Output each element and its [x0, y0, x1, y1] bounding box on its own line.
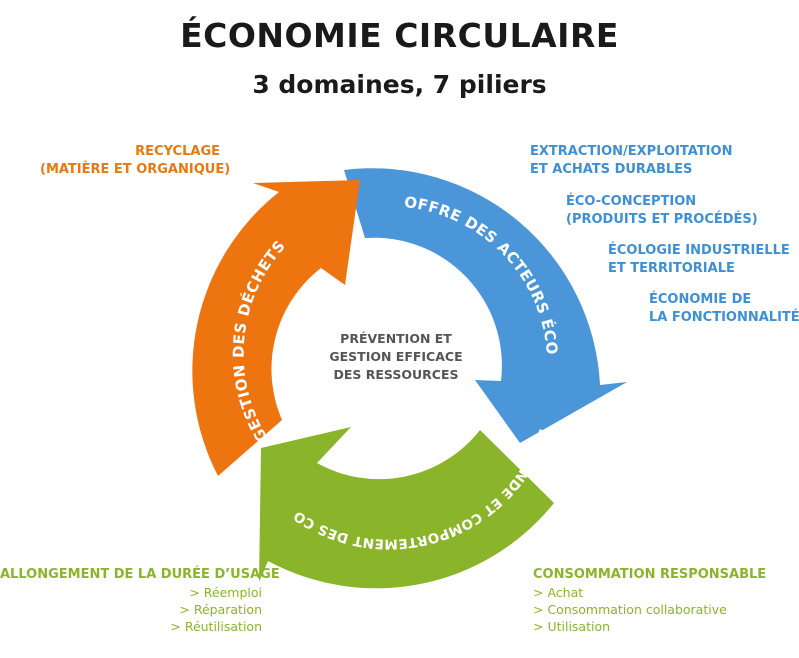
consommation-item-achat: > Achat [533, 585, 584, 600]
pillar-fonctionnalite: ÉCONOMIE DE LA FONCTIONNALITÉ [649, 291, 799, 327]
page-subtitle: 3 domaines, 7 piliers [252, 70, 547, 99]
consommation-title: CONSOMMATION RESPONSABLE [533, 567, 767, 582]
pillar-eco-conception-line-2: (PRODUITS ET PROCÉDÉS) [566, 212, 758, 227]
allongement-block: ALLONGEMENT DE LA DURÉE D’USAGE > Réempl… [0, 566, 280, 635]
center-line-2: GESTION EFFICACE [329, 349, 462, 364]
allongement-item-reparation: > Réparation [179, 602, 262, 617]
consommation-block: CONSOMMATION RESPONSABLE > Achat > Conso… [533, 566, 766, 635]
pillar-ecologie-line-2: ET TERRITORIALE [608, 261, 735, 276]
recyclage-title: RECYCLAGE [135, 144, 220, 159]
consommation-item-collaborative: > Consommation collaborative [533, 602, 727, 617]
dechets-arrow [192, 180, 360, 476]
center-line-3: DES RESSOURCES [334, 367, 459, 382]
allongement-title: ALLONGEMENT DE LA DURÉE D’USAGE [0, 567, 280, 582]
consommation-item-utilisation: > Utilisation [533, 619, 611, 634]
pillar-extraction-line-2: ET ACHATS DURABLES [530, 162, 693, 177]
pillar-eco-conception: ÉCO-CONCEPTION (PRODUITS ET PROCÉDÉS) [566, 193, 758, 229]
center-line-1: PRÉVENTION ET [340, 331, 452, 346]
page-title: ÉCONOMIE CIRCULAIRE [180, 16, 619, 55]
pillar-extraction: EXTRACTION/EXPLOITATION ET ACHATS DURABL… [530, 143, 732, 179]
pillar-eco-conception-line-1: ÉCO-CONCEPTION [566, 194, 697, 209]
pillar-extraction-line-1: EXTRACTION/EXPLOITATION [530, 144, 733, 159]
recyclage-label: RECYCLAGE (MATIÈRE ET ORGANIQUE) [40, 143, 231, 179]
pillar-ecologie-industrielle: ÉCOLOGIE INDUSTRIELLE ET TERRITORIALE [608, 242, 790, 278]
pillar-fonctionnalite-line-1: ÉCONOMIE DE [649, 292, 752, 307]
allongement-item-reemploi: > Réemploi [189, 585, 262, 600]
recyclage-subtitle: (MATIÈRE ET ORGANIQUE) [40, 162, 231, 177]
demande-arrow [259, 427, 554, 589]
offre-arrow [344, 168, 627, 444]
pillar-ecologie-line-1: ÉCOLOGIE INDUSTRIELLE [608, 243, 790, 258]
allongement-item-reutilisation: > Réutilisation [170, 619, 262, 634]
pillar-fonctionnalite-line-2: LA FONCTIONNALITÉ [649, 310, 799, 325]
